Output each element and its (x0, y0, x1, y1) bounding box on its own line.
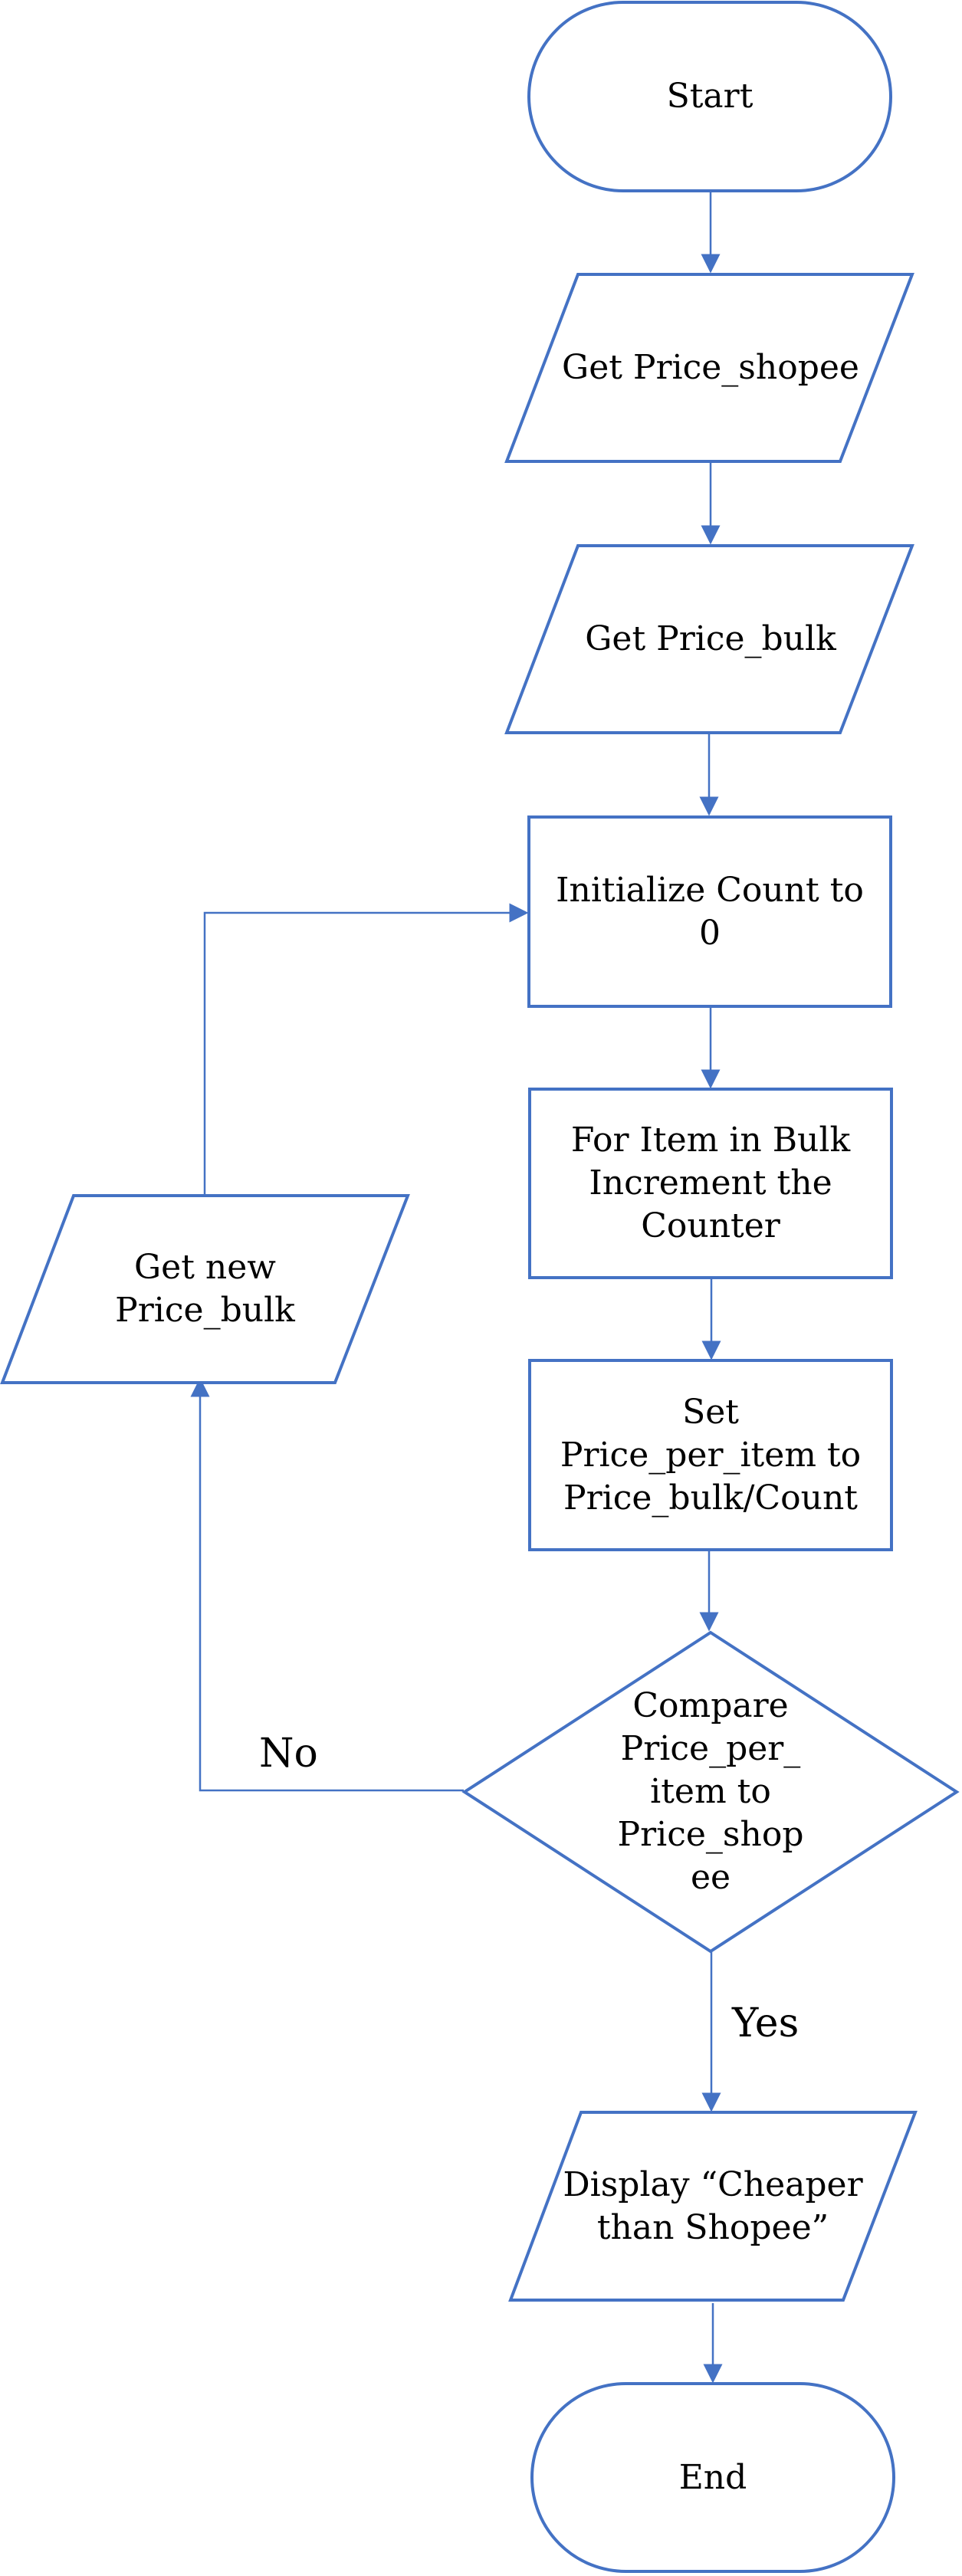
end-label: End (678, 2457, 747, 2497)
edge-label-no: No (259, 1731, 318, 1777)
get-new-price-bulk-label: Get new Price_bulk (115, 1248, 295, 1330)
start-label: Start (666, 77, 754, 116)
arrow-get-new-price-bulk-to-init-count (203, 903, 529, 1196)
start-terminator (527, 1, 892, 192)
display-label: Display “Cheaper than Shopee” (563, 2164, 863, 2247)
compare-decision-diamond (461, 1630, 960, 1954)
get-new-price-bulk-io-shape (0, 1194, 410, 1384)
for-item-process-box (528, 1088, 893, 1279)
get-price-shopee-label: Get Price_shopee (562, 348, 859, 387)
compare-label: Compare Price_per_ item to Price_shop ee (617, 1686, 804, 1897)
arrow-compare-no-to-get-new-price-bulk (190, 1377, 464, 1792)
for-item-label: For Item in Bulk Increment the Counter (570, 1121, 851, 1245)
display-io-shape (508, 2111, 918, 2302)
get-price-bulk-label: Get Price_bulk (585, 619, 836, 658)
set-price-per-item-label: Set Price_per_item to Price_bulk/Count (560, 1392, 862, 1518)
init-count-label: Initialize Count to 0 (556, 870, 864, 953)
get-price-bulk-io-shape (504, 544, 914, 734)
get-price-shopee-io-shape (504, 273, 914, 463)
set-price-process-box (528, 1359, 893, 1551)
init-count-process-box (527, 815, 892, 1008)
end-terminator (530, 2382, 895, 2573)
edge-label-yes: Yes (732, 2000, 799, 2046)
